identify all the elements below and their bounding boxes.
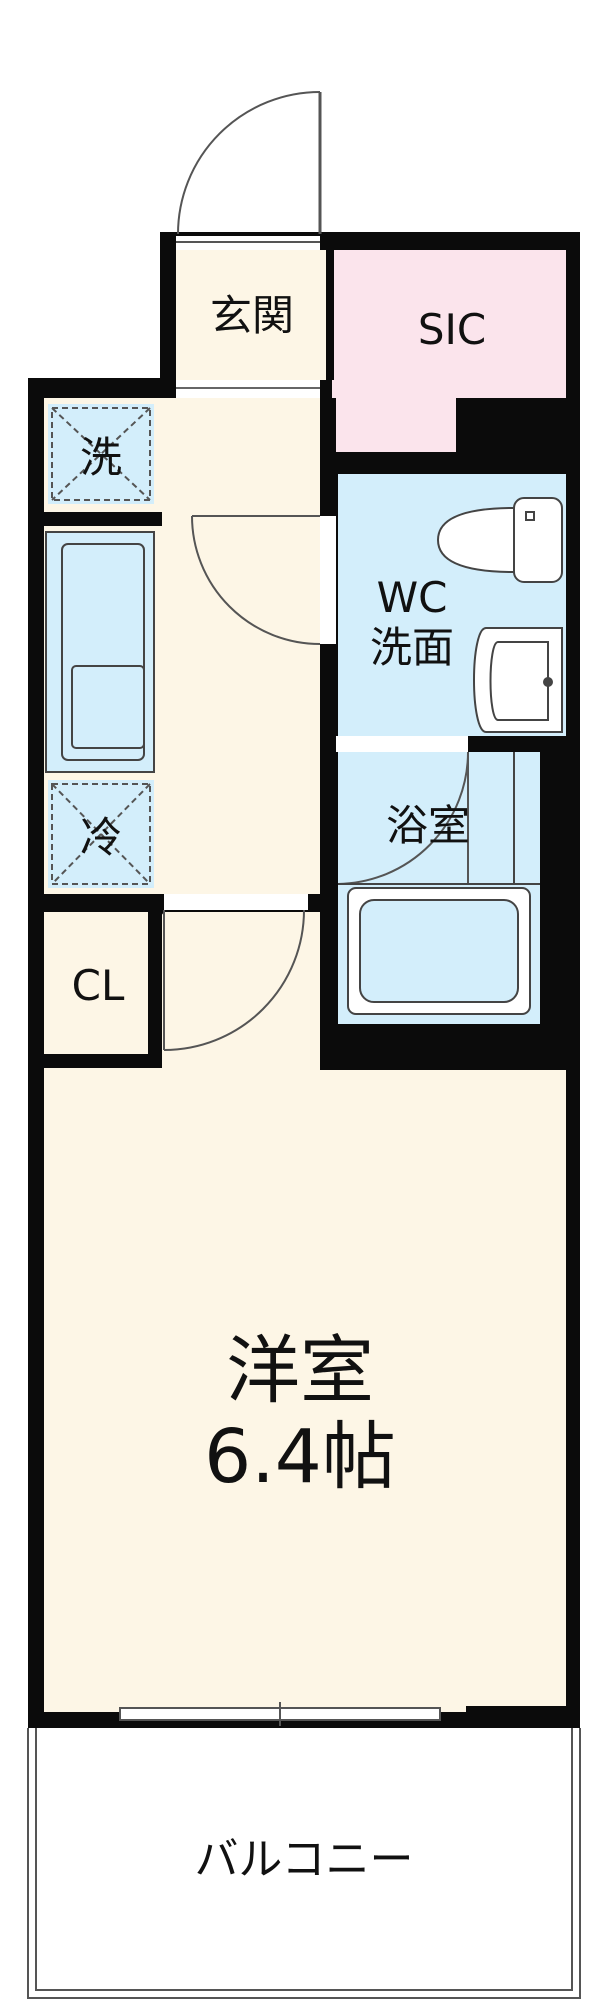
wall-bath-south: [320, 1024, 566, 1070]
kitchen-counter-icon: [45, 531, 155, 773]
main-room-size: 6.4帖: [204, 1414, 396, 1500]
bath-label: 浴室: [386, 801, 470, 850]
washer-label: 洗: [80, 433, 122, 482]
bath-door-swing: [337, 751, 469, 885]
wc-label-line2: 洗面: [370, 623, 454, 672]
wall-bath-east: [540, 752, 566, 1024]
bath-door-opening: [336, 736, 468, 752]
sic-floor: [332, 250, 566, 452]
wall-entrance-east: [326, 250, 334, 380]
wall-sic-wc: [336, 452, 566, 474]
room-door-opening: [164, 894, 308, 910]
balcony: [27, 1728, 581, 1999]
wall-cl-south: [44, 1054, 162, 1068]
sic-label: SIC: [418, 305, 486, 354]
closet-label: CL: [72, 961, 125, 1010]
fridge-box: [51, 783, 151, 885]
entrance-label: 玄関: [210, 291, 294, 340]
washer-box: [51, 407, 151, 501]
room-door-swing: [163, 909, 305, 1051]
kitchen-counter: [46, 532, 154, 772]
wall-washer-south: [44, 512, 162, 526]
balcony-label: バルコニー: [194, 1834, 413, 1885]
main-room-floor: [44, 912, 566, 1712]
entrance-floor: [176, 250, 328, 380]
front-door-swing: [177, 91, 321, 235]
wc-label-line1: WC: [377, 573, 448, 622]
toilet-icon: [436, 497, 563, 583]
wall-corridor-east: [320, 398, 336, 910]
main-room-label: 洋室: [226, 1328, 374, 1414]
wall-cl-east: [148, 904, 162, 1064]
fridge-label: 冷: [80, 813, 122, 862]
bathtub-icon: [347, 887, 531, 1015]
wc-door-opening: [320, 516, 336, 644]
wc-door-swing: [191, 515, 321, 645]
washbasin-icon: [473, 627, 563, 733]
